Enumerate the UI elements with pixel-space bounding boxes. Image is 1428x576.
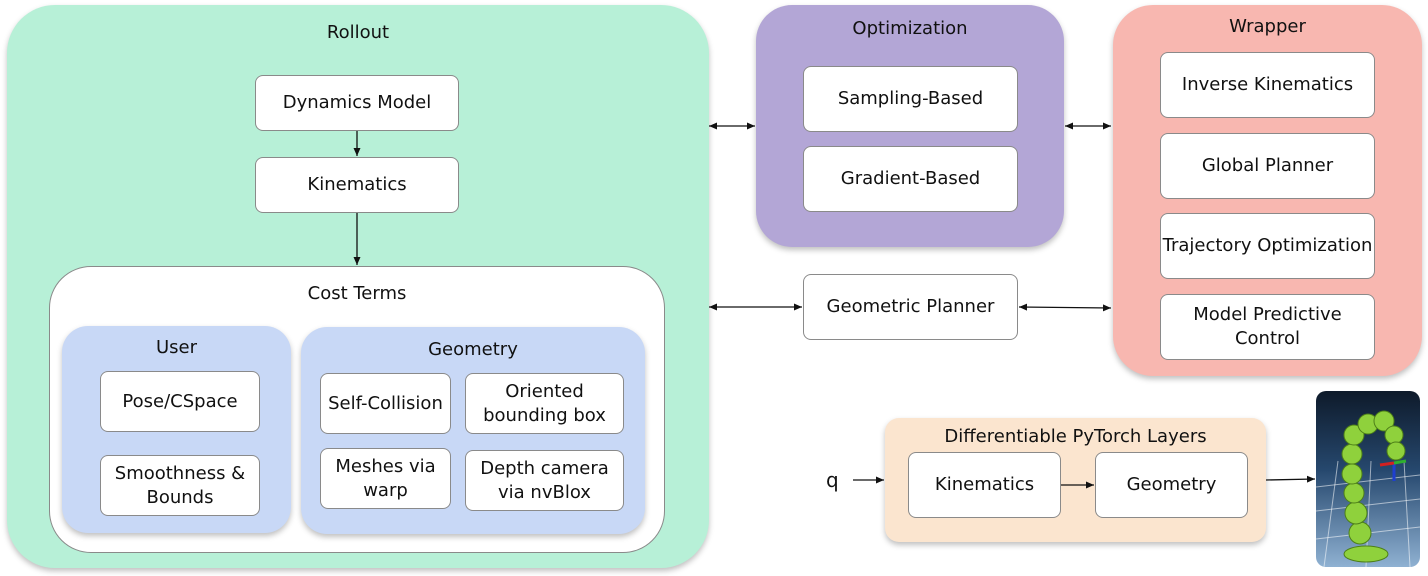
cost-terms-title: Cost Terms [307,283,407,304]
model-predictive-control-box: Model Predictive Control [1160,294,1375,360]
geometric-planner-wrapper-arrow [1018,303,1112,312]
self-collision-box: Self-Collision [320,373,451,434]
gradient-based-box: Gradient-Based [803,146,1018,212]
smoothness-bounds-box: Smoothness & Bounds [100,455,260,516]
trajectory-optimization-box: Trajectory Optimization [1160,213,1375,279]
pytorch-to-robot-arrow [1265,475,1316,483]
geometric-planner-box: Geometric Planner [803,274,1018,340]
robot-render-image [1316,391,1420,567]
oriented-bbox-box: Oriented bounding box [465,373,624,434]
global-planner-box: Global Planner [1160,133,1375,199]
inverse-kinematics-box: Inverse Kinematics [1160,52,1375,118]
rollout-kinematics-box: Kinematics [255,157,459,213]
user-title: User [155,337,198,358]
pytorch-geometry-box: Geometry [1095,452,1248,518]
q-input-label: q [826,468,839,492]
pose-cspace-box: Pose/CSpace [100,371,260,432]
optimization-title: Optimization [852,18,968,39]
sampling-based-box: Sampling-Based [803,66,1018,132]
wrapper-title: Wrapper [1229,16,1306,37]
geometry-title: Geometry [428,339,518,360]
depth-nvblox-box: Depth camera via nvBlox [465,450,624,511]
meshes-warp-box: Meshes via warp [320,448,451,509]
dynamics-model-box: Dynamics Model [255,75,459,131]
robot-arm-icon [1316,410,1420,567]
pytorch-title: Differentiable PyTorch Layers [944,426,1207,447]
rollout-title: Rollout [326,22,390,43]
pytorch-kinematics-box: Kinematics [908,452,1061,518]
